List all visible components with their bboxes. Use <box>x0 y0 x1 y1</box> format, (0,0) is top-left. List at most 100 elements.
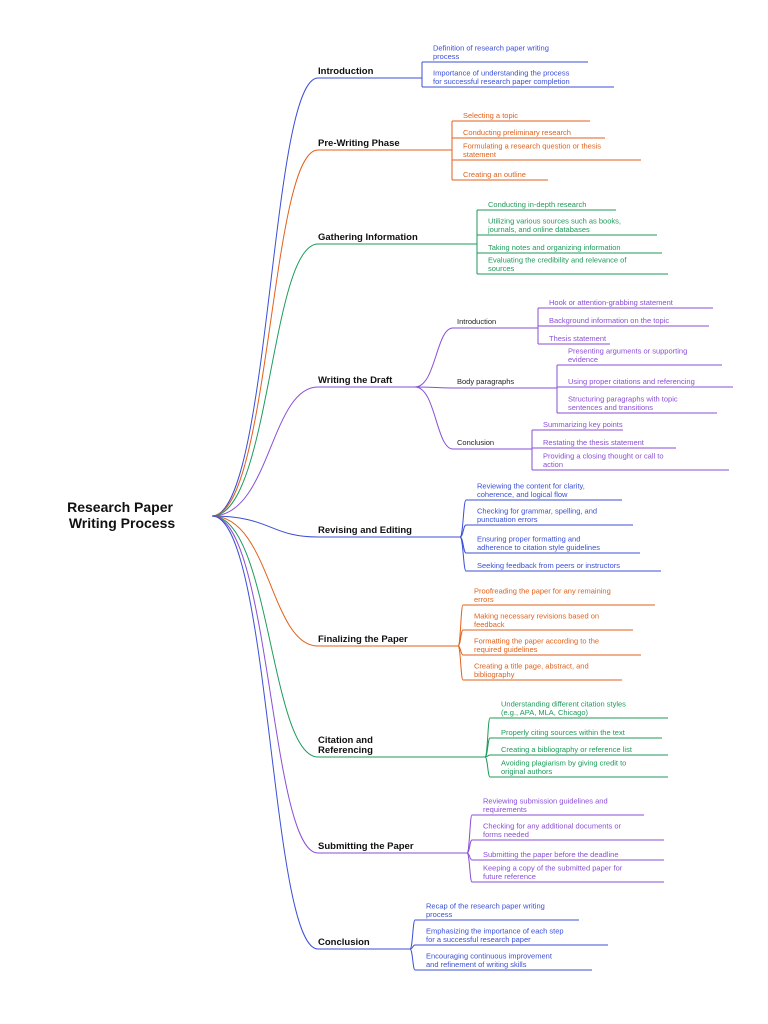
leaf-item: Thesis statement <box>549 334 607 343</box>
sub-branch-title: Conclusion <box>457 438 494 447</box>
root-title: Research Paper Writing Process <box>67 499 177 531</box>
branch-title-line: Writing the Draft <box>318 375 393 386</box>
leaf-item-line: Understanding different citation styles <box>501 700 626 709</box>
leaf-item-line: Utilizing various sources such as books, <box>488 217 621 226</box>
leaf-item-line: Formulating a research question or thesi… <box>463 142 601 151</box>
leaf-item-line: Hook or attention-grabbing statement <box>549 298 674 307</box>
leaf-item-line: Submitting the paper before the deadline <box>483 850 619 859</box>
leaf-item-line: adherence to citation style guidelines <box>477 543 600 552</box>
connector-lines <box>211 61 733 971</box>
branch-title-line: Introduction <box>318 66 374 77</box>
leaf-item: Evaluating the credibility and relevance… <box>488 256 627 274</box>
leaf-item-line: Providing a closing thought or call to <box>543 452 664 461</box>
sub-branch-connector <box>414 386 454 389</box>
leaf-item-line: punctuation errors <box>477 515 538 524</box>
leaf-item: Taking notes and organizing information <box>488 243 621 252</box>
leaf-item-connector <box>459 524 467 538</box>
leaf-item-line: Conducting in-depth research <box>488 200 586 209</box>
leaf-item: Keeping a copy of the submitted paper fo… <box>483 864 623 882</box>
leaf-item-line: Importance of understanding the process <box>433 69 570 78</box>
leaf-item-line: Conducting preliminary research <box>463 128 571 137</box>
leaf-item-line: Ensuring proper formatting and <box>477 535 580 544</box>
leaf-item-line: Formatting the paper according to the <box>474 637 599 646</box>
leaf-item: Restating the thesis statement <box>543 438 645 447</box>
sub-branch-connector <box>414 386 454 450</box>
leaf-item-line: Presenting arguments or supporting <box>568 347 687 356</box>
leaf-item-line: Avoiding plagiarism by giving credit to <box>501 759 626 768</box>
leaf-item-line: evidence <box>568 355 598 364</box>
leaf-item-line: required guidelines <box>474 645 538 654</box>
leaf-item: Hook or attention-grabbing statement <box>549 298 674 307</box>
root-title-line: Research Paper <box>67 499 173 515</box>
leaf-item-line: Keeping a copy of the submitted paper fo… <box>483 864 623 873</box>
leaf-item: Properly citing sources within the text <box>501 728 626 737</box>
branch-title-line: Referencing <box>318 745 373 756</box>
leaf-item: Using proper citations and referencing <box>568 377 695 386</box>
branch-8-connector <box>211 515 319 950</box>
leaf-item-line: feedback <box>474 620 505 629</box>
branch-5-connector <box>211 515 319 647</box>
leaf-item-line: Checking for any additional documents or <box>483 822 621 831</box>
root-title-line: Writing Process <box>69 515 176 531</box>
leaf-item-connector <box>459 536 467 572</box>
leaf-item-connector <box>466 814 473 854</box>
branch-title: Gathering Information <box>318 232 418 243</box>
leaf-item-line: Using proper citations and referencing <box>568 377 695 386</box>
leaf-item-connector <box>457 645 464 681</box>
leaf-item: Understanding different citation styles(… <box>501 700 626 718</box>
leaf-item: Reviewing the content for clarity,cohere… <box>477 482 585 500</box>
sub-branch-title: Body paragraphs <box>457 377 514 386</box>
leaf-item-line: Creating a title page, abstract, and <box>474 662 589 671</box>
branch-title: Writing the Draft <box>318 375 393 386</box>
leaf-item-line: Creating a bibliography or reference lis… <box>501 745 633 754</box>
leaf-item-line: process <box>433 52 460 61</box>
leaf-item-line: original authors <box>501 767 553 776</box>
branch-6-connector <box>211 515 319 758</box>
branch-title: Pre-Writing Phase <box>318 138 400 149</box>
leaf-item-line: for successful research paper completion <box>433 77 570 86</box>
branch-title-line: Revising and Editing <box>318 525 412 536</box>
branch-3-connector <box>211 386 319 517</box>
leaf-item-line: (e.g., APA, MLA, Chicago) <box>501 708 588 717</box>
branch-0-connector <box>211 77 319 517</box>
branch-title-line: Submitting the Paper <box>318 841 414 852</box>
node-labels: Research Paper Writing Process Introduct… <box>67 44 695 970</box>
leaf-item-line: Taking notes and organizing information <box>488 243 621 252</box>
leaf-item-line: Checking for grammar, spelling, and <box>477 507 597 516</box>
leaf-item-line: Structuring paragraphs with topic <box>568 395 678 404</box>
leaf-item: Conducting in-depth research <box>488 200 586 209</box>
leaf-item-line: requirements <box>483 805 527 814</box>
leaf-item-line: sources <box>488 264 515 273</box>
branch-4-connector <box>211 515 319 538</box>
leaf-item-line: Proofreading the paper for any remaining <box>474 587 611 596</box>
leaf-item-line: Creating an outline <box>463 170 526 179</box>
leaf-item: Creating a bibliography or reference lis… <box>501 745 633 754</box>
leaf-item-connector <box>459 499 467 538</box>
branch-7-connector <box>211 515 319 854</box>
leaf-item-line: for a successful research paper <box>426 935 531 944</box>
branch-title: Introduction <box>318 66 374 77</box>
branch-2-connector <box>211 243 319 517</box>
branch-title-line: Conclusion <box>318 937 370 948</box>
leaf-item-line: Recap of the research paper writing <box>426 902 545 911</box>
branch-title: Revising and Editing <box>318 525 412 536</box>
leaf-item: Submitting the paper before the deadline <box>483 850 619 859</box>
leaf-item-line: Reviewing submission guidelines and <box>483 797 608 806</box>
leaf-item-line: Making necessary revisions based on <box>474 612 599 621</box>
branch-1-connector <box>211 149 319 517</box>
branch-title-line: Citation and <box>318 735 373 746</box>
leaf-item-line: Reviewing the content for clarity, <box>477 482 585 491</box>
